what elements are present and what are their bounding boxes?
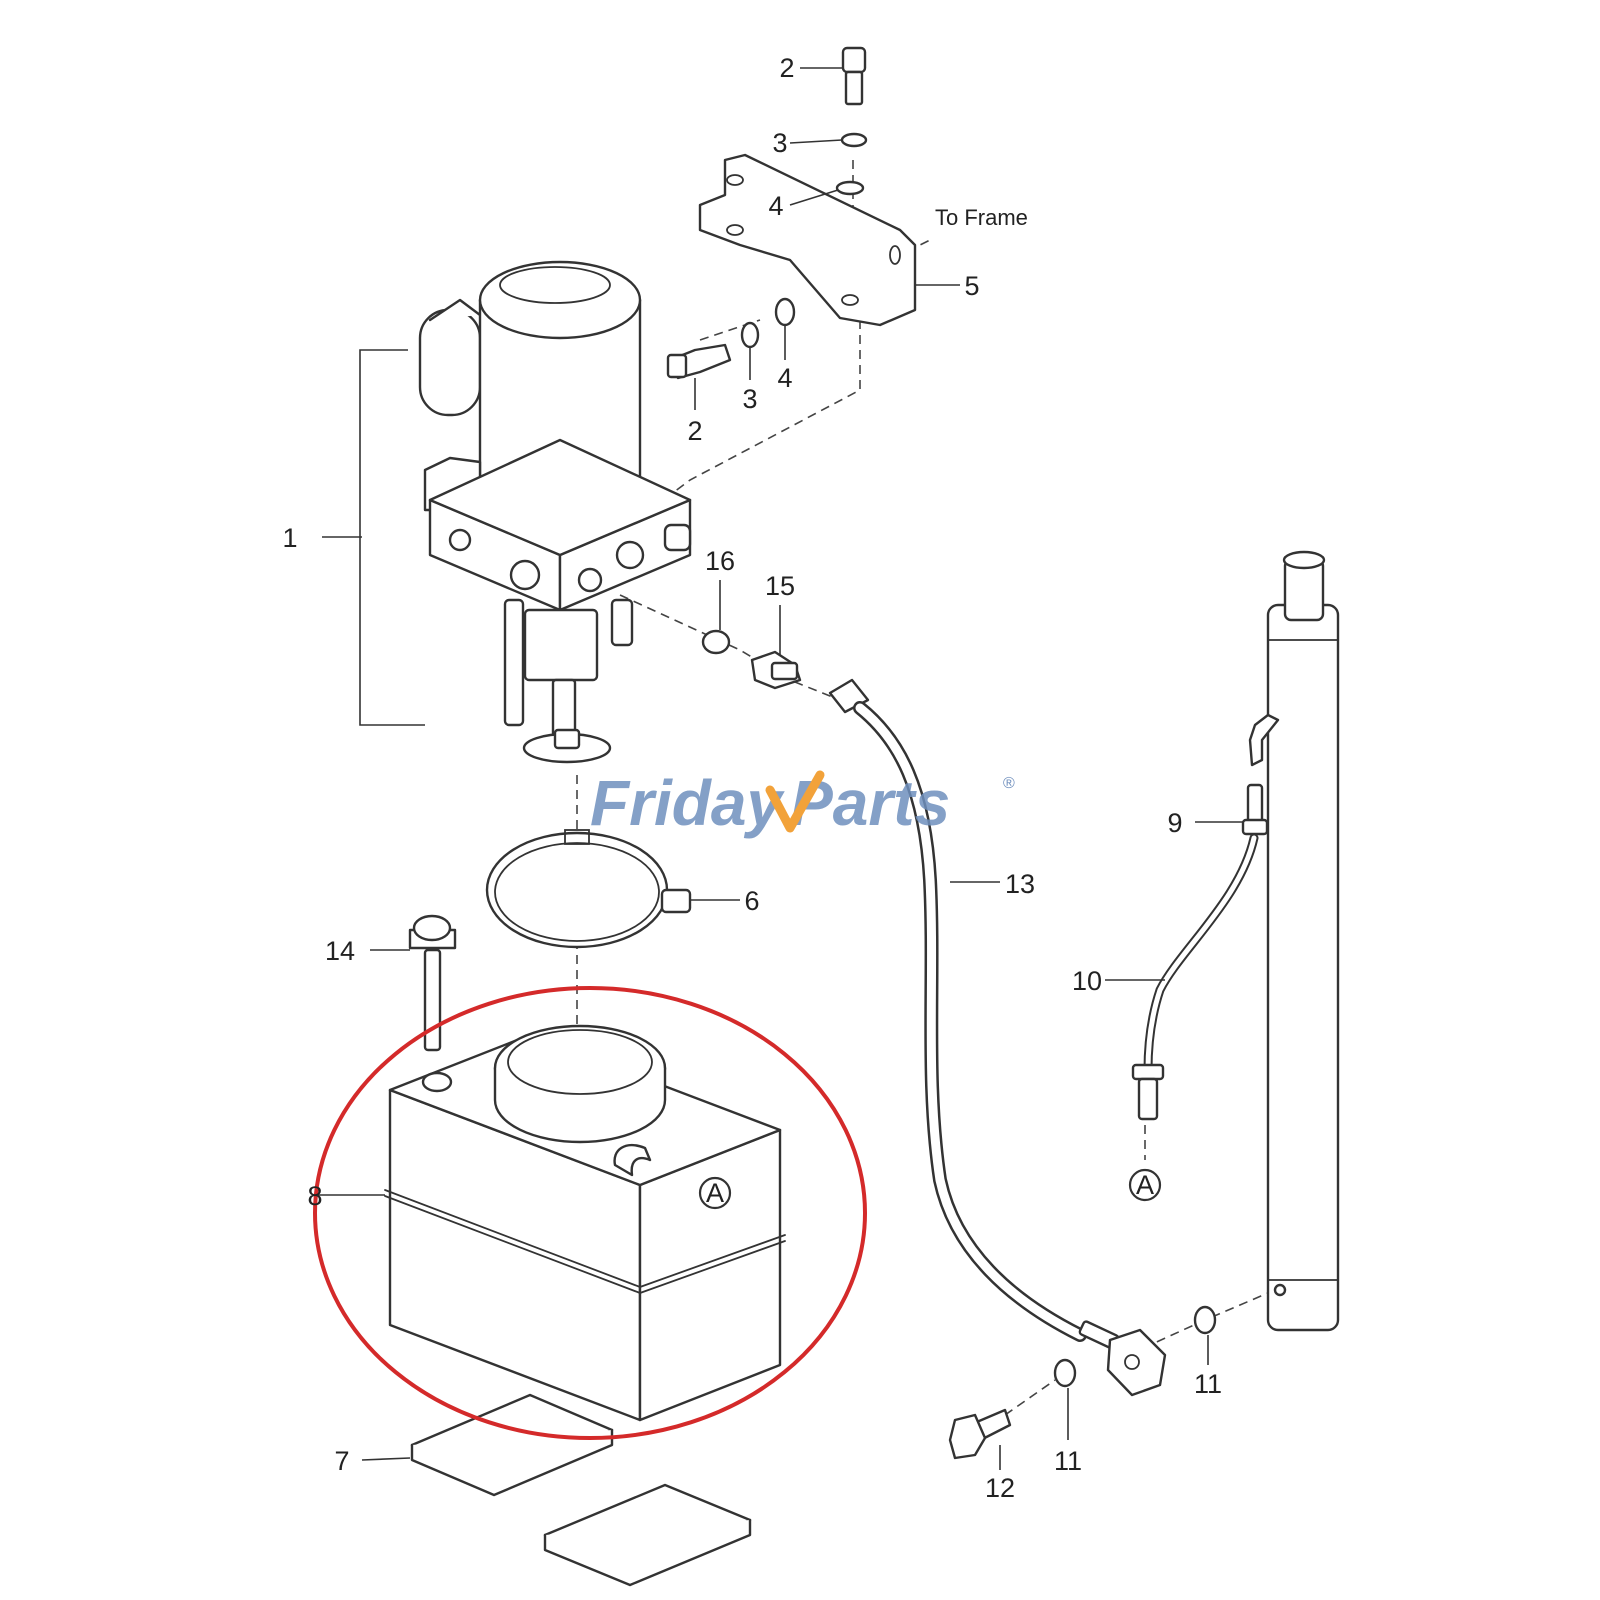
hydraulic-hose xyxy=(828,678,1167,1397)
callout-7: 7 xyxy=(334,1446,349,1476)
rubber-pads xyxy=(410,1393,752,1587)
tank-highlight-ring xyxy=(313,986,867,1440)
callout-1: 1 xyxy=(282,523,297,553)
flat-washer-top xyxy=(835,180,865,196)
callout-numbers: 2 3 4 To Frame 5 2 3 4 1 16 15 6 13 14 9… xyxy=(282,53,1222,1503)
callout-14: 14 xyxy=(325,936,355,966)
to-frame-label: To Frame xyxy=(935,205,1028,230)
callout-8: 8 xyxy=(307,1181,322,1211)
bracket-leader-1 xyxy=(359,349,425,726)
lock-washer-side xyxy=(740,321,760,349)
flat-washer-side xyxy=(774,297,796,327)
callout-11-left: 11 xyxy=(1054,1446,1082,1476)
callout-4-side: 4 xyxy=(777,363,792,393)
return-tube xyxy=(1131,783,1269,1121)
svg-text:®: ® xyxy=(1003,775,1015,792)
sealing-washer-lower xyxy=(1053,1358,1077,1388)
callout-10: 10 xyxy=(1072,966,1102,996)
callout-16: 16 xyxy=(705,546,735,576)
svg-text:A: A xyxy=(1136,1170,1154,1200)
callout-3-top: 3 xyxy=(772,128,787,158)
sealing-washer-upper xyxy=(1193,1305,1217,1335)
o-ring xyxy=(701,629,731,655)
callout-13: 13 xyxy=(1005,869,1035,899)
leader-lines xyxy=(318,67,1243,1470)
mounting-bracket xyxy=(698,153,917,327)
banjo-bolt xyxy=(948,1408,1012,1460)
lock-washer-top xyxy=(840,132,868,148)
oil-tank xyxy=(384,1024,786,1422)
callout-2-top: 2 xyxy=(779,53,794,83)
bolt-side xyxy=(666,343,732,380)
lift-cylinder xyxy=(1248,550,1340,1332)
callout-2-side: 2 xyxy=(687,416,702,446)
callout-12: 12 xyxy=(985,1473,1015,1503)
callout-9: 9 xyxy=(1167,808,1182,838)
fitting xyxy=(750,650,802,690)
bolt-top xyxy=(841,46,867,106)
connection-marker-a-tube: A xyxy=(1128,1168,1162,1202)
callout-6: 6 xyxy=(744,886,759,916)
hydraulic-power-unit xyxy=(418,260,692,764)
callout-5: 5 xyxy=(964,271,979,301)
hose-clamp xyxy=(485,829,692,949)
connection-marker-a-tank: A xyxy=(698,1176,732,1210)
callout-11-right: 11 xyxy=(1194,1369,1222,1399)
callout-15: 15 xyxy=(765,571,795,601)
svg-text:A: A xyxy=(706,1178,724,1208)
callout-3-side: 3 xyxy=(742,384,757,414)
callout-4-top: 4 xyxy=(768,191,783,221)
